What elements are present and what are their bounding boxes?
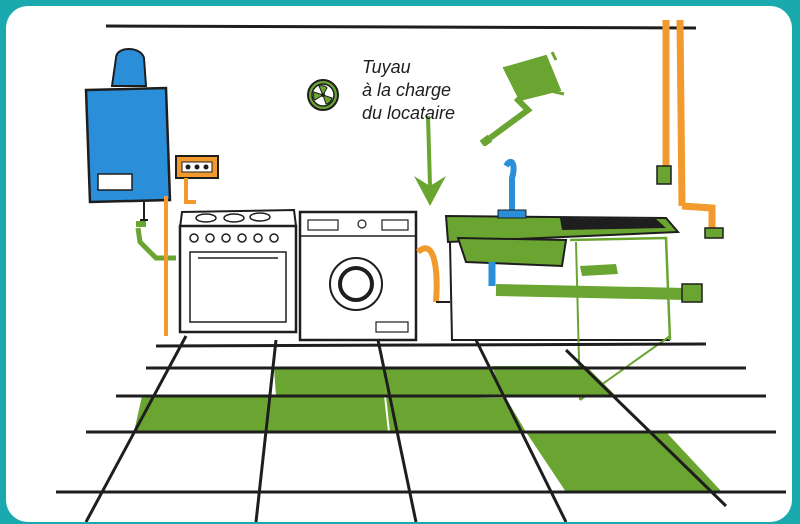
stove bbox=[178, 208, 298, 334]
water-heater bbox=[84, 48, 176, 336]
fan-icon bbox=[307, 79, 339, 111]
riser-pipes bbox=[656, 19, 724, 239]
sink-cabinet bbox=[444, 158, 703, 401]
arrow-down-icon bbox=[414, 116, 446, 206]
ceiling-line bbox=[105, 24, 697, 30]
caption-line-2: à la charge bbox=[362, 80, 452, 100]
kitchen-scene bbox=[56, 19, 786, 522]
illustration-panel: Tuyau à la charge du locataire bbox=[6, 6, 792, 522]
caption-line-1: Tuyau bbox=[362, 57, 411, 77]
floor-tiles bbox=[56, 335, 786, 522]
washing-machine bbox=[298, 210, 450, 342]
pipe-caption: Tuyau à la charge du locataire bbox=[362, 56, 512, 125]
gas-controller bbox=[175, 155, 219, 204]
paint-roller-icon bbox=[479, 51, 565, 146]
caption-line-3: du locataire bbox=[362, 103, 456, 123]
